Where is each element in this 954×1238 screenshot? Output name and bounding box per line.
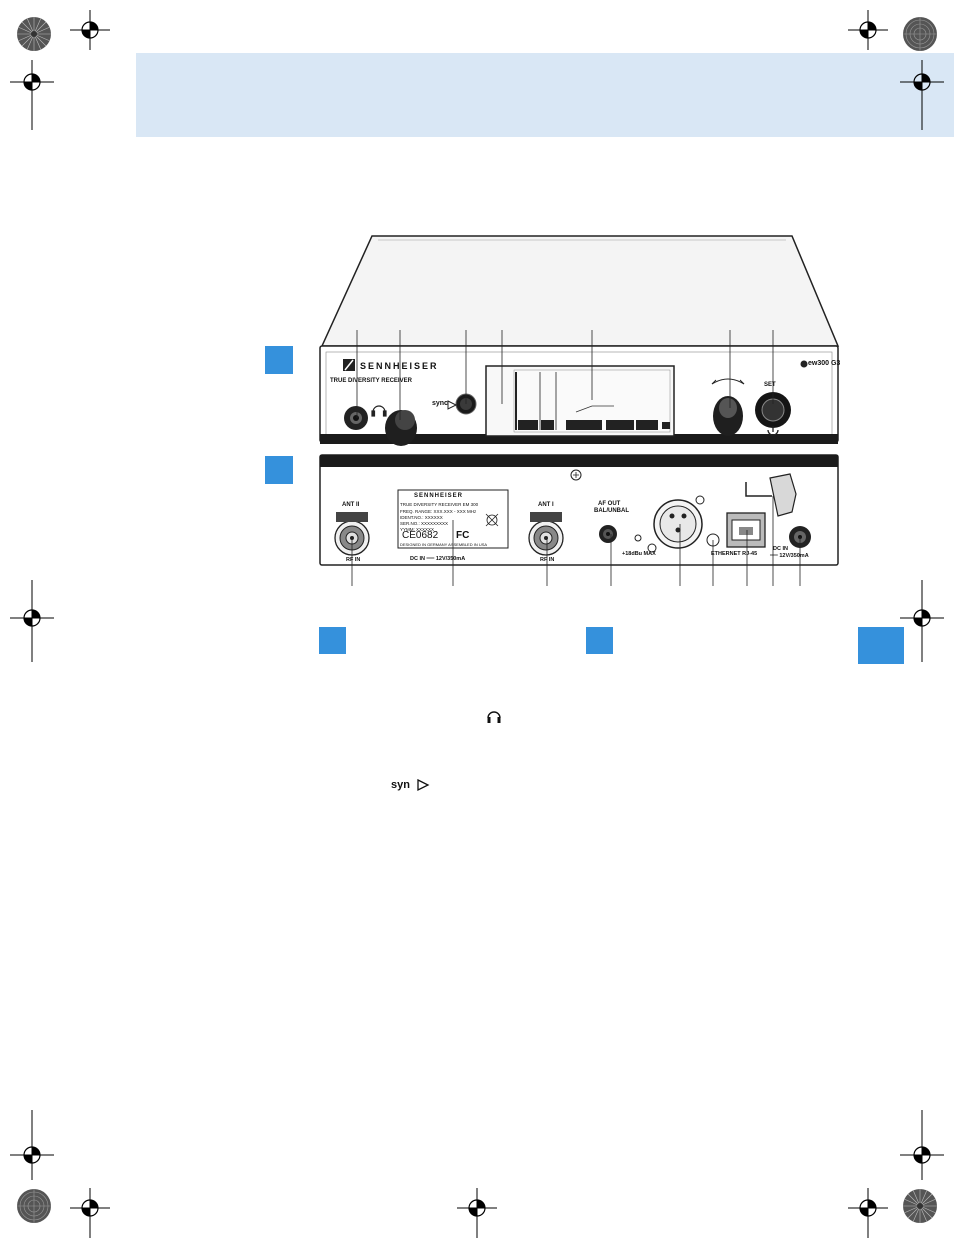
rf-in-right-label: RF IN [540,557,555,563]
dc-in-right-label-2: ══ 12V/350mA [770,553,809,559]
dc-in-right-label-1: DC IN [773,546,788,552]
rf-in-left-label: RF IN [346,557,361,563]
registration-mark-icon [10,580,54,662]
header-band [136,53,954,137]
page-tab-marker [858,627,904,664]
rosette-icon [903,1189,937,1223]
fc-mark: FC [456,530,470,541]
ce-mark: CE0682 [402,530,439,541]
label-card-line6: DESIGNED IN GERMANY ASSEMBLED IN USA [400,542,488,547]
registration-mark-icon [10,60,54,130]
registration-mark-icon [10,1110,54,1180]
registration-mark-icon [70,1188,110,1238]
receiver-illustration [319,235,840,586]
registration-mark-icon [900,580,944,662]
label-card-line1: TRUE DIVERSITY RECEIVER EM 300 [400,502,479,507]
af-out-label: AF OUT [598,501,621,507]
label-card-line4: SER.NO.: XXXXXXXXX [400,521,449,526]
front-subtitle: TRUE DIVERSITY RECEIVER [330,378,412,384]
sync-label: sync [432,400,448,407]
label-card-line2: FREQ. RANGE: XXX.XXX - XXX MHz [400,509,477,514]
registration-mark-icon [457,1188,497,1238]
model-badge: ew300 G3 [808,360,841,367]
front-brand-name: SENNHEISER [360,361,439,371]
registration-mark-icon [848,10,888,50]
headphones-icon [487,711,501,723]
ethernet-label: ETHERNET RJ-45 [711,551,758,557]
set-label: SET [764,382,776,388]
sync-icon: syn [391,778,430,792]
max-level-label: +18dBu MAX [622,551,656,557]
ant2-label: ANT II [342,502,360,508]
label-card-line5: YYMM: XXXXXX [400,527,435,532]
sync-icon [447,400,458,410]
label-card-line3: IDENT.NO.: XXXXXX [400,515,443,520]
registration-mark-icon [900,60,944,130]
svg-text:syn: syn [391,779,410,791]
rosette-icon [17,17,51,51]
registration-mark-icon [70,10,110,50]
caption-marker-left [319,627,346,654]
bal-unbal-label: BAL/UNBAL [594,508,629,514]
registration-mark-icon [848,1188,888,1238]
ant1-label: ANT I [538,502,554,508]
section-marker-rear [265,456,293,484]
rosette-icon [17,1189,51,1223]
label-card-brand: SENNHEISER [414,493,464,499]
registration-mark-icon [900,1110,944,1180]
power-icon [767,426,779,436]
headphones-icon [371,405,387,417]
dc-in-center-label: DC IN ══ 12V/350mA [410,556,466,562]
caption-marker-right [586,627,613,654]
section-marker-front [265,346,293,374]
rosette-icon [903,17,937,51]
